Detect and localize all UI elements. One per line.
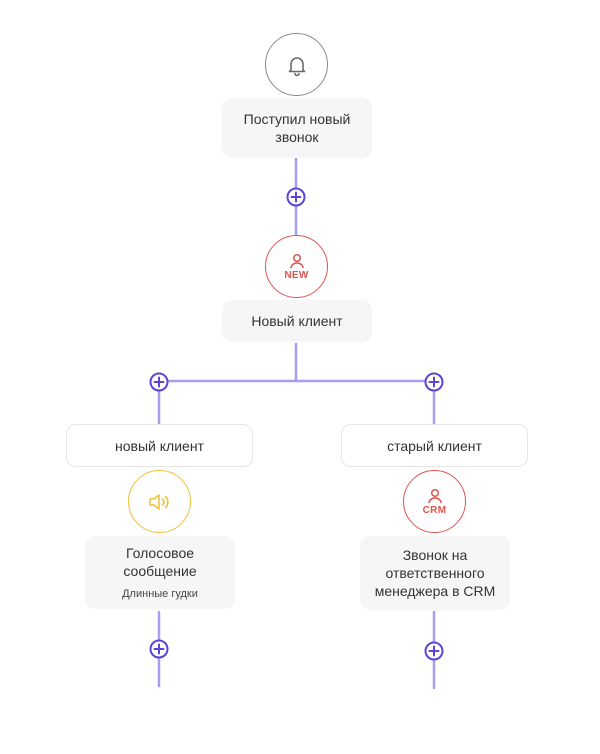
new-client-node-circle[interactable]: NEW: [265, 235, 328, 298]
new-client-title: Новый клиент: [251, 313, 343, 329]
user-icon: [427, 488, 442, 503]
voice-title: Голосовое сообщение: [123, 545, 197, 579]
crm-badge: CRM: [422, 504, 447, 516]
speaker-icon: [148, 493, 169, 510]
voice-node-card[interactable]: Голосовое сообщение Длинные гудки: [85, 536, 235, 609]
new-badge: NEW: [284, 269, 309, 281]
voice-subtitle: Длинные гудки: [122, 588, 198, 600]
new-client-node-card[interactable]: Новый клиент: [222, 300, 372, 342]
branch-condition-old-client[interactable]: старый клиент: [341, 424, 528, 467]
user-icon: [289, 253, 304, 268]
condition-label: старый клиент: [387, 437, 482, 454]
add-step-button[interactable]: [286, 187, 306, 207]
add-step-right-button[interactable]: [424, 641, 444, 661]
add-step-left-button[interactable]: [149, 639, 169, 659]
condition-label: новый клиент: [115, 437, 204, 454]
crm-title: Звонок на ответственного менеджера в CRM: [374, 547, 496, 599]
voice-node-circle[interactable]: [128, 470, 191, 533]
trigger-title: Поступил новый звонок: [243, 111, 351, 145]
bell-icon: [288, 56, 305, 76]
add-branch-left-button[interactable]: [149, 372, 169, 392]
crm-node-card[interactable]: Звонок на ответственного менеджера в CRM: [360, 536, 510, 610]
crm-node-circle[interactable]: CRM: [403, 470, 466, 533]
branch-condition-new-client[interactable]: новый клиент: [66, 424, 253, 467]
trigger-node-card[interactable]: Поступил новый звонок: [222, 98, 372, 158]
add-branch-right-button[interactable]: [424, 372, 444, 392]
trigger-node-circle[interactable]: [265, 33, 328, 96]
